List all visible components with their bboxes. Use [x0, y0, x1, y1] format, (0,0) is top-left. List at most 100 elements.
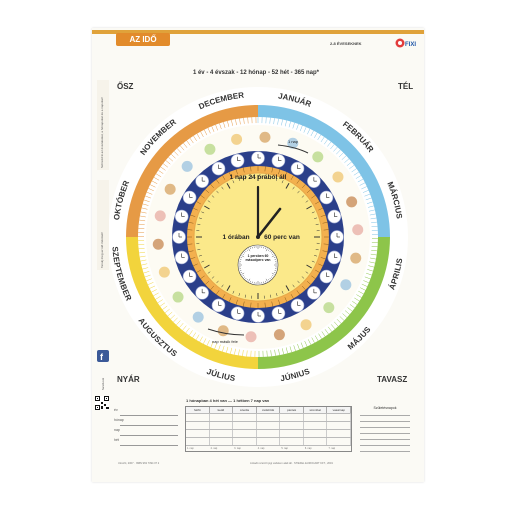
day-tick [288, 121, 291, 128]
minute-tick [315, 201, 320, 205]
week-table-row[interactable] [186, 429, 352, 437]
second-tick [270, 252, 273, 254]
week-day-footer: 4. nap [257, 447, 265, 450]
day-tick [351, 168, 357, 173]
second-tick [271, 255, 275, 258]
day-tick [238, 349, 240, 356]
form-line-month[interactable] [120, 418, 178, 426]
minute-tick [318, 263, 323, 267]
week-table-row[interactable] [186, 413, 352, 421]
week-table-row[interactable] [186, 437, 352, 445]
day-tick [247, 117, 249, 124]
day-tick [239, 118, 241, 125]
clock-tick [197, 249, 201, 251]
clock-tick [314, 217, 318, 220]
day-tick [369, 213, 376, 216]
scene-illustration [332, 171, 344, 183]
day-tick [371, 249, 378, 252]
day-tick [355, 175, 362, 179]
seconds-dial [237, 244, 279, 286]
arrow-day [277, 144, 309, 154]
minute-tick [264, 302, 266, 308]
clock-tick [285, 285, 290, 291]
day-tick [368, 205, 374, 208]
second-tick [241, 272, 245, 275]
day-tick [369, 261, 376, 264]
scene-illustration [172, 291, 184, 303]
second-tick [243, 276, 246, 278]
second-tick [242, 275, 244, 277]
clock-tick [315, 249, 319, 251]
scene-illustration [312, 151, 324, 163]
clock-tick [275, 177, 278, 181]
second-tick [240, 257, 243, 259]
footer-right: A kiadó szerzői jogi védelem alatt áll ·… [250, 462, 333, 465]
form-line-week[interactable] [120, 438, 178, 446]
scene-illustration [231, 133, 243, 145]
day-tick [246, 350, 248, 357]
day-tick [292, 122, 295, 129]
day-tick [170, 153, 176, 159]
scene-illustration [273, 329, 285, 341]
facebook-badge[interactable]: f facebook [95, 350, 111, 392]
day-tick [361, 186, 367, 190]
svg-text:f: f [100, 352, 104, 362]
day-tick [182, 325, 187, 331]
second-tick [265, 248, 268, 252]
minute-tick [271, 301, 274, 307]
day-tick [211, 126, 215, 132]
day-tick [139, 215, 146, 218]
day-tick [331, 324, 336, 330]
form-label-week: hét [114, 438, 119, 442]
day-tick [342, 313, 348, 318]
day-tick [362, 190, 369, 193]
sidebar-note-b: Tanulj meg az idő mérését! [100, 232, 104, 268]
arrow-night-label: nap másik fele [212, 339, 239, 344]
day-tick [359, 182, 366, 186]
day-tick [354, 297, 360, 302]
footer-left: Utrecht, 2007 · ISBN 963 7394 07 2 [118, 462, 160, 465]
form-line-day[interactable] [120, 428, 178, 436]
day-tick [289, 346, 292, 353]
day-tick [157, 299, 163, 304]
scene-illustration [245, 331, 257, 343]
scene-illustration [158, 266, 170, 278]
day-tick [149, 184, 156, 188]
clock-tick [306, 205, 312, 210]
day-tick [310, 130, 314, 137]
day-tick [278, 349, 280, 356]
day-tick [159, 302, 166, 307]
clock-tick [211, 195, 215, 198]
clock-tick [305, 200, 309, 203]
minute-tick [296, 290, 300, 295]
day-tick [146, 278, 152, 282]
season-band-summer [126, 237, 258, 369]
day-tick [206, 340, 210, 346]
qr-code-icon[interactable] [95, 396, 109, 410]
week-table-row[interactable] [186, 421, 352, 429]
day-tick [223, 122, 226, 128]
minute-tick [278, 169, 281, 175]
birthday-notes[interactable]: Születésnapok [360, 406, 410, 452]
day-tick [299, 125, 303, 132]
form-line-year[interactable] [120, 408, 178, 416]
clock-tick [285, 183, 290, 189]
clock-tick [314, 254, 318, 257]
day-tick [341, 155, 347, 160]
day-tick [371, 225, 378, 227]
day-tick [140, 211, 147, 214]
second-tick [243, 252, 246, 254]
day-tick [165, 160, 171, 165]
day-tick [293, 345, 296, 352]
second-tick [264, 280, 266, 283]
week-day-header: péntek [280, 407, 304, 413]
minute-tick [318, 207, 323, 211]
minute-tick [205, 280, 210, 285]
day-tick [196, 133, 201, 139]
day-tick [368, 209, 375, 212]
day-tick [330, 144, 335, 150]
minute-tick [190, 214, 196, 217]
season-summer: NYÁR [117, 375, 140, 384]
day-tick [307, 339, 312, 345]
